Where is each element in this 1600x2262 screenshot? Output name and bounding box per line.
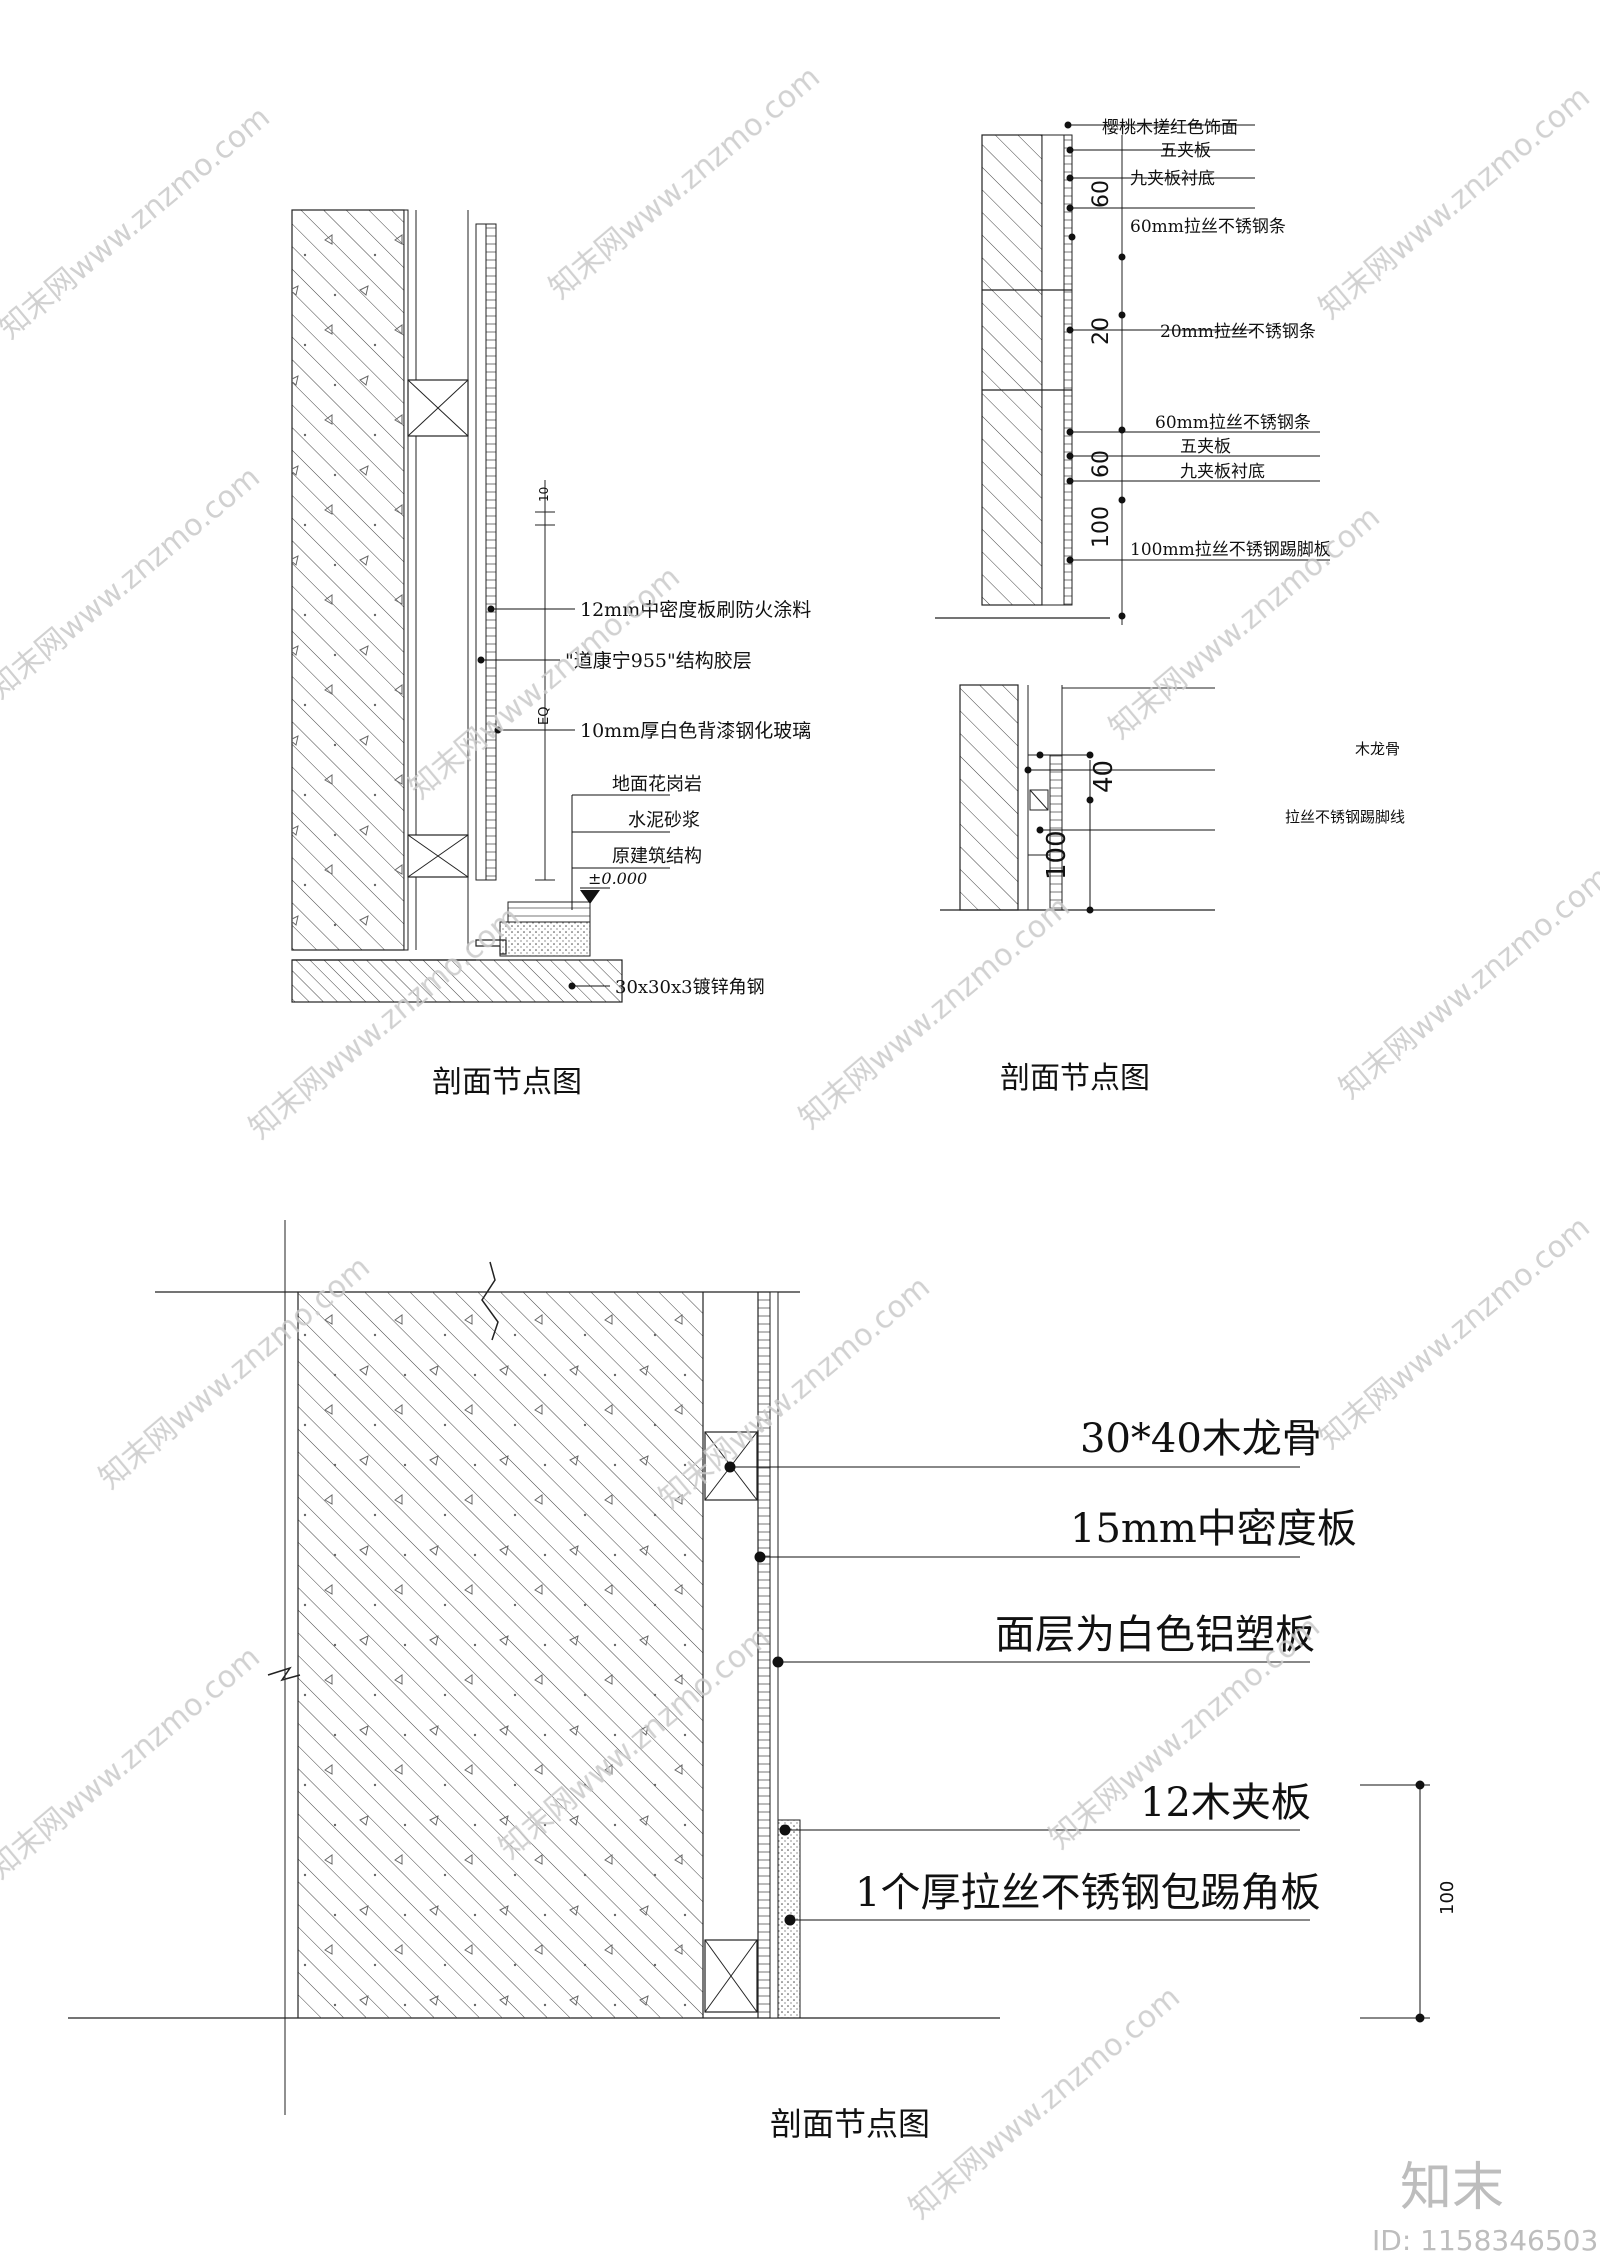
dim-60-top: 60 — [1089, 180, 1114, 208]
brand-logo: 知末 — [1400, 2158, 1504, 2218]
watermark-text: 知末网www.znzmo.com — [793, 890, 1077, 1136]
angle-steel — [475, 939, 507, 955]
callout-cherry-veneer: 樱桃木搓红色饰面 — [1102, 118, 1238, 138]
callout-granite: 地面花岗岩 — [612, 774, 702, 795]
callout-plywood-9-b: 九夹板衬底 — [1180, 462, 1265, 482]
watermark-text: 知末网www.znzmo.com — [0, 100, 277, 346]
callout-strip-20: 20mm拉丝不锈钢条 — [1160, 322, 1316, 342]
detail-4-title: 剖面节点图 — [770, 2105, 930, 2143]
dim-100: 100 — [1089, 506, 1114, 548]
mdf-board — [475, 223, 487, 881]
callout-structure: 原建筑结构 — [612, 846, 702, 867]
callout-sealant: "道康宁955"结构胶层 — [565, 650, 752, 672]
concrete-aggregate-large — [298, 1292, 703, 2018]
detail-1-section: 10 EQ 12mm中密度板刷防火涂料 "道康宁955"结构胶层 10mm厚白色… — [291, 209, 811, 1100]
callout-mortar: 水泥砂浆 — [628, 810, 700, 831]
watermark-text: 知末网www.znzmo.com — [1313, 80, 1597, 326]
glass-panel — [485, 223, 497, 881]
callout-plywood-5-b: 五夹板 — [1180, 437, 1231, 457]
dim-100-small: 100 — [1042, 830, 1072, 880]
callout-steel-kickboard: 1个厚拉丝不锈钢包踢角板 — [855, 1870, 1320, 1916]
brand-footer: 知末 ID: 1158346503 — [1372, 2158, 1598, 2257]
dim-60-bottom: 60 — [1089, 450, 1114, 478]
callout-plywood-12: 12木夹板 — [1140, 1780, 1311, 1826]
watermark-text: 知末网www.znzmo.com — [903, 1980, 1187, 2226]
wall-hatch — [981, 134, 1043, 606]
watermark-text: 知末网www.znzmo.com — [543, 60, 827, 306]
level-triangle — [580, 890, 600, 904]
watermark-text: 知末网www.znzmo.com — [0, 1640, 267, 1886]
watermark-text: 知末网www.znzmo.com — [0, 460, 267, 706]
wall-hatch-small — [959, 684, 1019, 911]
callout-wood-keel: 木龙骨 — [1355, 740, 1400, 758]
callout-mdf-15: 15mm中密度板 — [1070, 1506, 1357, 1552]
callout-aluminium-panel: 面层为白色铝塑板 — [995, 1612, 1315, 1658]
dim-10-label: 10 — [537, 487, 551, 502]
detail-1-title: 剖面节点图 — [432, 1065, 582, 1100]
callout-mdf: 12mm中密度板刷防火涂料 — [580, 599, 811, 621]
dim-eq-label: EQ — [537, 707, 552, 725]
watermark-text: 知末网www.znzmo.com — [1333, 860, 1600, 1106]
detail-4-section: 100 30*40木龙骨 15mm中密度板 面层为白色铝塑板 12木夹板 1个厚… — [68, 1220, 1458, 2143]
detail-2-section: 60 20 60 100 樱桃木搓红色饰面 五夹板 九夹板衬底 60mm拉丝不锈… — [935, 118, 1331, 625]
watermark-text: 知末网www.znzmo.com — [1103, 500, 1387, 746]
callout-plywood-5: 五夹板 — [1160, 141, 1211, 161]
level-mark: ±0.000 — [588, 869, 647, 888]
callout-keel-30x40: 30*40木龙骨 — [1080, 1416, 1322, 1462]
callout-kickboard-100: 100mm拉丝不锈钢踢脚板 — [1130, 540, 1331, 560]
callout-angle-steel: 30x30x3镀锌角钢 — [615, 977, 765, 998]
callout-plywood-9: 九夹板衬底 — [1130, 169, 1215, 189]
callout-strip-60-bottom: 60mm拉丝不锈钢条 — [1155, 413, 1311, 433]
watermark-text: 知末网www.znzmo.com — [1313, 1210, 1597, 1456]
image-id: ID: 1158346503 — [1372, 2224, 1598, 2257]
callout-strip-60-top: 60mm拉丝不锈钢条 — [1130, 217, 1286, 237]
callout-kick-line: 拉丝不锈钢踢脚线 — [1285, 808, 1405, 826]
cement-mortar — [499, 921, 591, 957]
base-structure — [291, 959, 623, 1003]
aluminium-panel — [769, 1291, 779, 2019]
dim-100-bottom: 100 — [1437, 1881, 1458, 1915]
dim-20: 20 — [1089, 317, 1114, 345]
concrete-aggregate — [292, 210, 404, 950]
detail-3-section: 40 100 木龙骨 拉丝不锈钢踢脚线 剖面节点图 — [940, 684, 1405, 1096]
callout-glass: 10mm厚白色背漆钢化玻璃 — [580, 720, 811, 742]
break-line-top — [481, 1261, 499, 1341]
dim-40: 40 — [1089, 760, 1119, 793]
break-line-left — [267, 1666, 301, 1682]
detail-2-title: 剖面节点图 — [1000, 1061, 1150, 1096]
